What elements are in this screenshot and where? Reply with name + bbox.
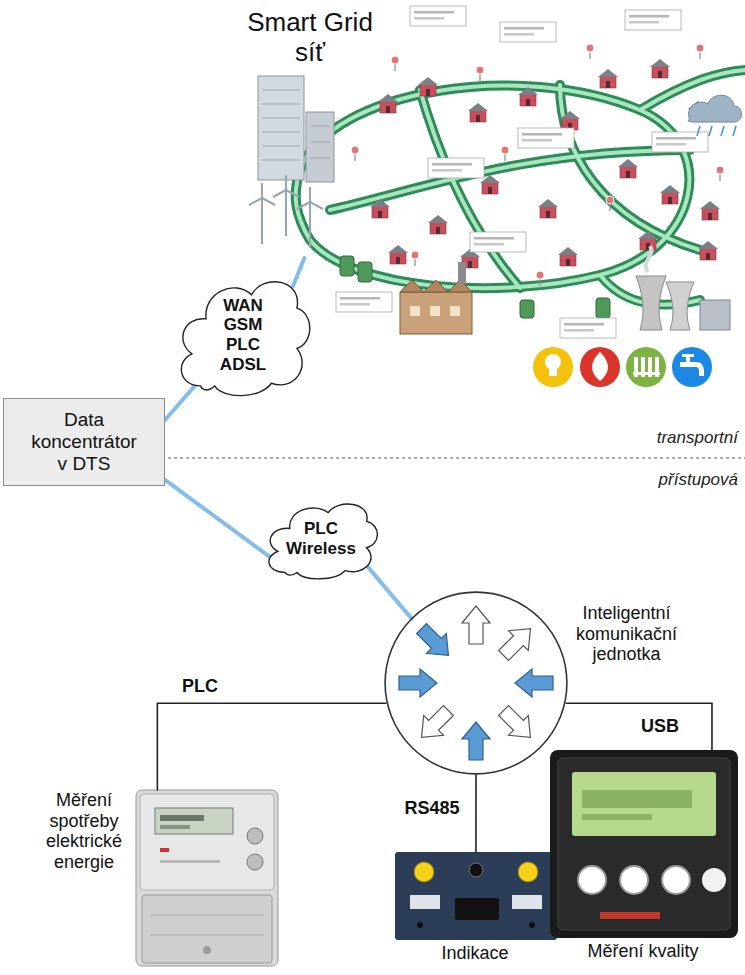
wind-turbines — [249, 175, 323, 248]
power-quality-meter: Měření kvality — [548, 750, 738, 938]
device-label: Indikace — [441, 943, 508, 964]
rain-cloud — [688, 95, 742, 136]
diagram-title: Smart Grid síť — [235, 8, 385, 68]
communication-unit: Inteligentní komunikační jednotka — [384, 591, 568, 775]
network-list: PLC Wireless — [286, 519, 356, 558]
zone-label: transportní — [657, 428, 738, 448]
unit-label: Inteligentní komunikační jednotka — [576, 603, 677, 665]
network-cloud: PLC Wireless — [261, 495, 381, 583]
connector-line — [157, 703, 385, 790]
cloud-outline — [269, 504, 377, 579]
unit-arrows — [399, 606, 553, 760]
link-label: RS485 — [402, 798, 461, 819]
connector-line — [475, 775, 477, 852]
link-label: PLC — [180, 676, 220, 697]
link-label: USB — [639, 716, 681, 737]
circle-outline — [385, 592, 567, 774]
cloud-outline — [181, 282, 309, 396]
utility-icons — [533, 347, 712, 387]
connector-line — [367, 565, 412, 618]
office-buildings — [258, 76, 334, 182]
zone-divider — [168, 458, 745, 459]
device-label: Měření spotřeby elektrické energie — [46, 790, 122, 873]
connector-line — [165, 386, 195, 420]
energy-meter-picture — [136, 790, 278, 966]
callout-boxes — [336, 6, 708, 338]
concentrator-box: Data koncentrátor v DTS — [3, 398, 165, 486]
connector-line — [293, 258, 305, 287]
circle-outline — [384, 591, 568, 775]
connector-line — [566, 703, 712, 750]
indication-picture — [395, 852, 557, 940]
power-quality-picture — [550, 750, 738, 938]
device-label: Měření kvality — [587, 941, 698, 962]
factory — [400, 262, 472, 334]
illustration-node: Smart Grid síť — [250, 8, 745, 258]
energy-meter: Měření spotřeby elektrické energie — [130, 790, 282, 968]
power-plant — [636, 246, 730, 330]
zone-label: přístupová — [659, 470, 738, 490]
grid-roads — [296, 70, 745, 305]
box-label: Data koncentrátor v DTS — [28, 409, 140, 475]
indication-device: Indikace — [395, 852, 555, 940]
map-pins — [351, 44, 724, 286]
network-cloud: WAN GSM PLC ADSL — [172, 268, 314, 402]
network-list: WAN GSM PLC ADSL — [220, 296, 266, 374]
houses — [370, 59, 720, 268]
connector-line — [165, 480, 269, 557]
